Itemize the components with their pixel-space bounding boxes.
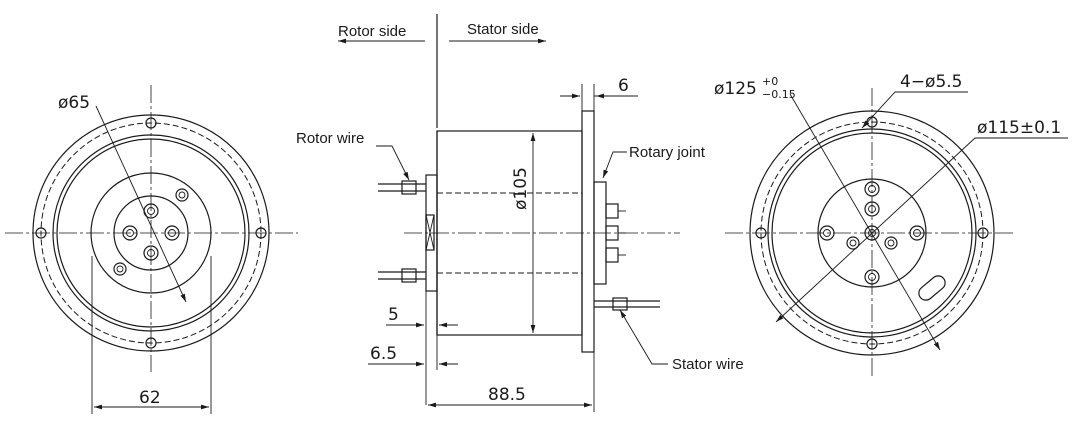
rotor-face-dia-label: ø65	[58, 93, 90, 113]
flange-thk-label: 6	[618, 76, 629, 96]
rotor-side-view: ø65 62	[5, 85, 298, 414]
stator-wire-label: Stator wire	[672, 356, 744, 373]
rotor-face	[90, 172, 212, 294]
total-len-label: 88.5	[488, 385, 526, 405]
rotor-terminals	[113, 188, 189, 276]
mount-hole	[35, 227, 47, 239]
stator-flange	[581, 110, 595, 353]
mount-hole	[755, 227, 767, 239]
stator-flange-outer	[749, 110, 995, 356]
mount-hole	[866, 338, 878, 350]
rotor-pcd-label: 62	[139, 388, 161, 408]
stator-terminals	[819, 181, 925, 285]
rotor-side-label: Rotor side	[338, 23, 406, 40]
holes-label: 4−ø5.5	[900, 72, 963, 92]
stator-side-view: ø125 +0 −0.15 4−ø5.5 ø115±0.1	[714, 72, 1068, 377]
cable-slot	[918, 275, 946, 301]
stator-wires	[594, 297, 660, 311]
rotary-joint-label: Rotary joint	[629, 144, 706, 161]
mount-hole	[145, 337, 157, 349]
body-dia-label: ø105	[511, 167, 531, 210]
stator-face	[817, 178, 927, 288]
joint-connectors	[605, 203, 626, 263]
mount-hole	[145, 117, 157, 129]
rotor-wires	[378, 180, 426, 283]
flange-tol-lower: −0.15	[762, 88, 796, 101]
flange-dia-label: ø125	[714, 79, 757, 99]
rotor-wire-label: Rotor wire	[296, 130, 364, 147]
flange-tol-upper: +0	[762, 75, 778, 88]
outer-flange-circle	[32, 114, 270, 352]
shaft-5-label: 5	[388, 305, 399, 325]
mount-hole	[977, 227, 989, 239]
hole-pcd-label: ø115±0.1	[977, 118, 1061, 138]
stator-side-label: Stator side	[467, 21, 539, 38]
mount-hole	[255, 227, 267, 239]
side-view: Rotor side Stator side	[296, 14, 744, 412]
shaft-6-5-label: 6.5	[370, 344, 397, 364]
